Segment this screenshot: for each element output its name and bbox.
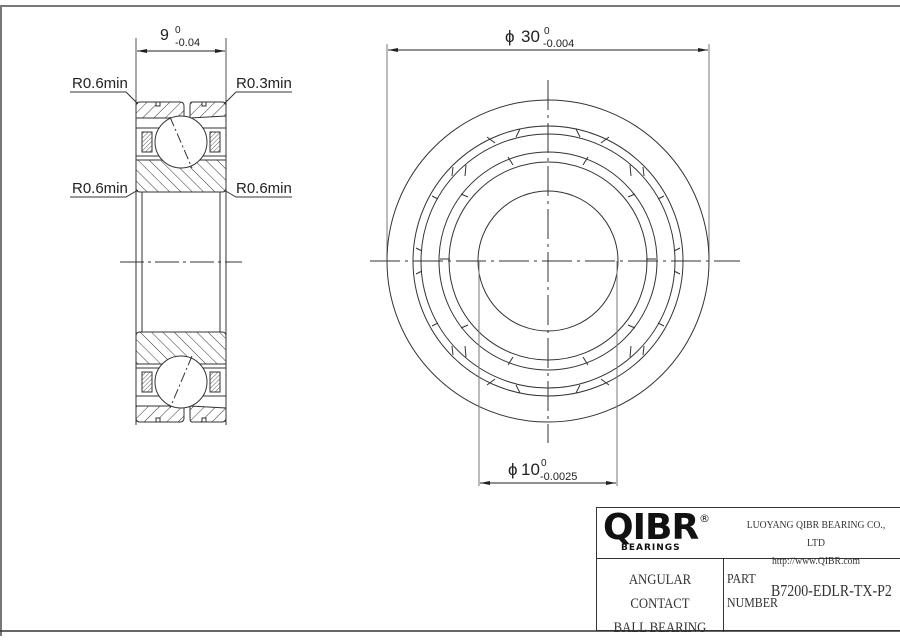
header-spacer [723,508,724,558]
radius-label-mid-right: R0.6min [236,180,292,197]
radius-label-mid-left: R0.6min [72,180,128,197]
product-type-line2: BALL BEARING [613,620,707,636]
registered-mark-icon: ® [699,512,710,525]
part-label-line2: NUMBER [727,596,778,611]
company-info: LUOYANG QIBR BEARING CO., LTD http://www… [741,516,891,570]
company-website: http://www.QIBR.com [771,555,861,567]
part-label-line1: PART [727,572,756,587]
title-block-body: ANGULAR CONTACT BALL BEARING PART NUMBER… [597,558,900,636]
bore-dia-upper-tol: 0 [541,458,547,469]
radius-label-top-right: R0.3min [236,75,292,92]
logo-subtitle: BEARINGS [621,543,681,553]
outer-dia-lower-tol: -0.004 [543,38,574,50]
front-view [370,44,740,486]
outer-dia-nominal: 30 [521,27,540,46]
product-type-line1: ANGULAR CONTACT [628,572,692,612]
width-dim-lower-tol: -0.04 [175,37,200,49]
outer-dia-symbol: ϕ [505,27,515,46]
bore-dia-nominal: 10 [521,460,540,479]
product-type: ANGULAR CONTACT BALL BEARING [606,568,713,640]
outer-dia-upper-tol: 0 [544,26,550,37]
cage-pocket-marks [415,128,681,394]
side-section-view [70,38,292,425]
title-block: QIBR ® BEARINGS LUOYANG QIBR BEARING CO.… [596,507,900,636]
width-dim-nominal: 9 [160,27,169,44]
radius-label-top-left: R0.6min [72,75,128,92]
company-name: LUOYANG QIBR BEARING CO., LTD [746,519,886,549]
part-number-label: PART NUMBER [727,568,778,616]
title-block-divider [723,558,724,632]
title-block-header: QIBR ® BEARINGS LUOYANG QIBR BEARING CO.… [597,507,900,567]
company-logo: QIBR ® BEARINGS [603,507,723,556]
width-dim-upper-tol: 0 [175,25,181,36]
bore-dia-lower-tol: -0.0025 [540,471,577,483]
side-view-annotations: 9 0 -0.04 R0.6min R0.3min R0.6min R0.6mi… [72,25,292,197]
front-view-annotations: ϕ 30 0 -0.004 ϕ 10 0 -0.0025 [505,26,577,483]
logo-wordmark: QIBR [603,507,699,548]
bore-dia-symbol: ϕ [508,460,518,479]
part-number-value: B7200-EDLR-TX-P2 [771,581,892,600]
sheet-frame [0,5,900,636]
